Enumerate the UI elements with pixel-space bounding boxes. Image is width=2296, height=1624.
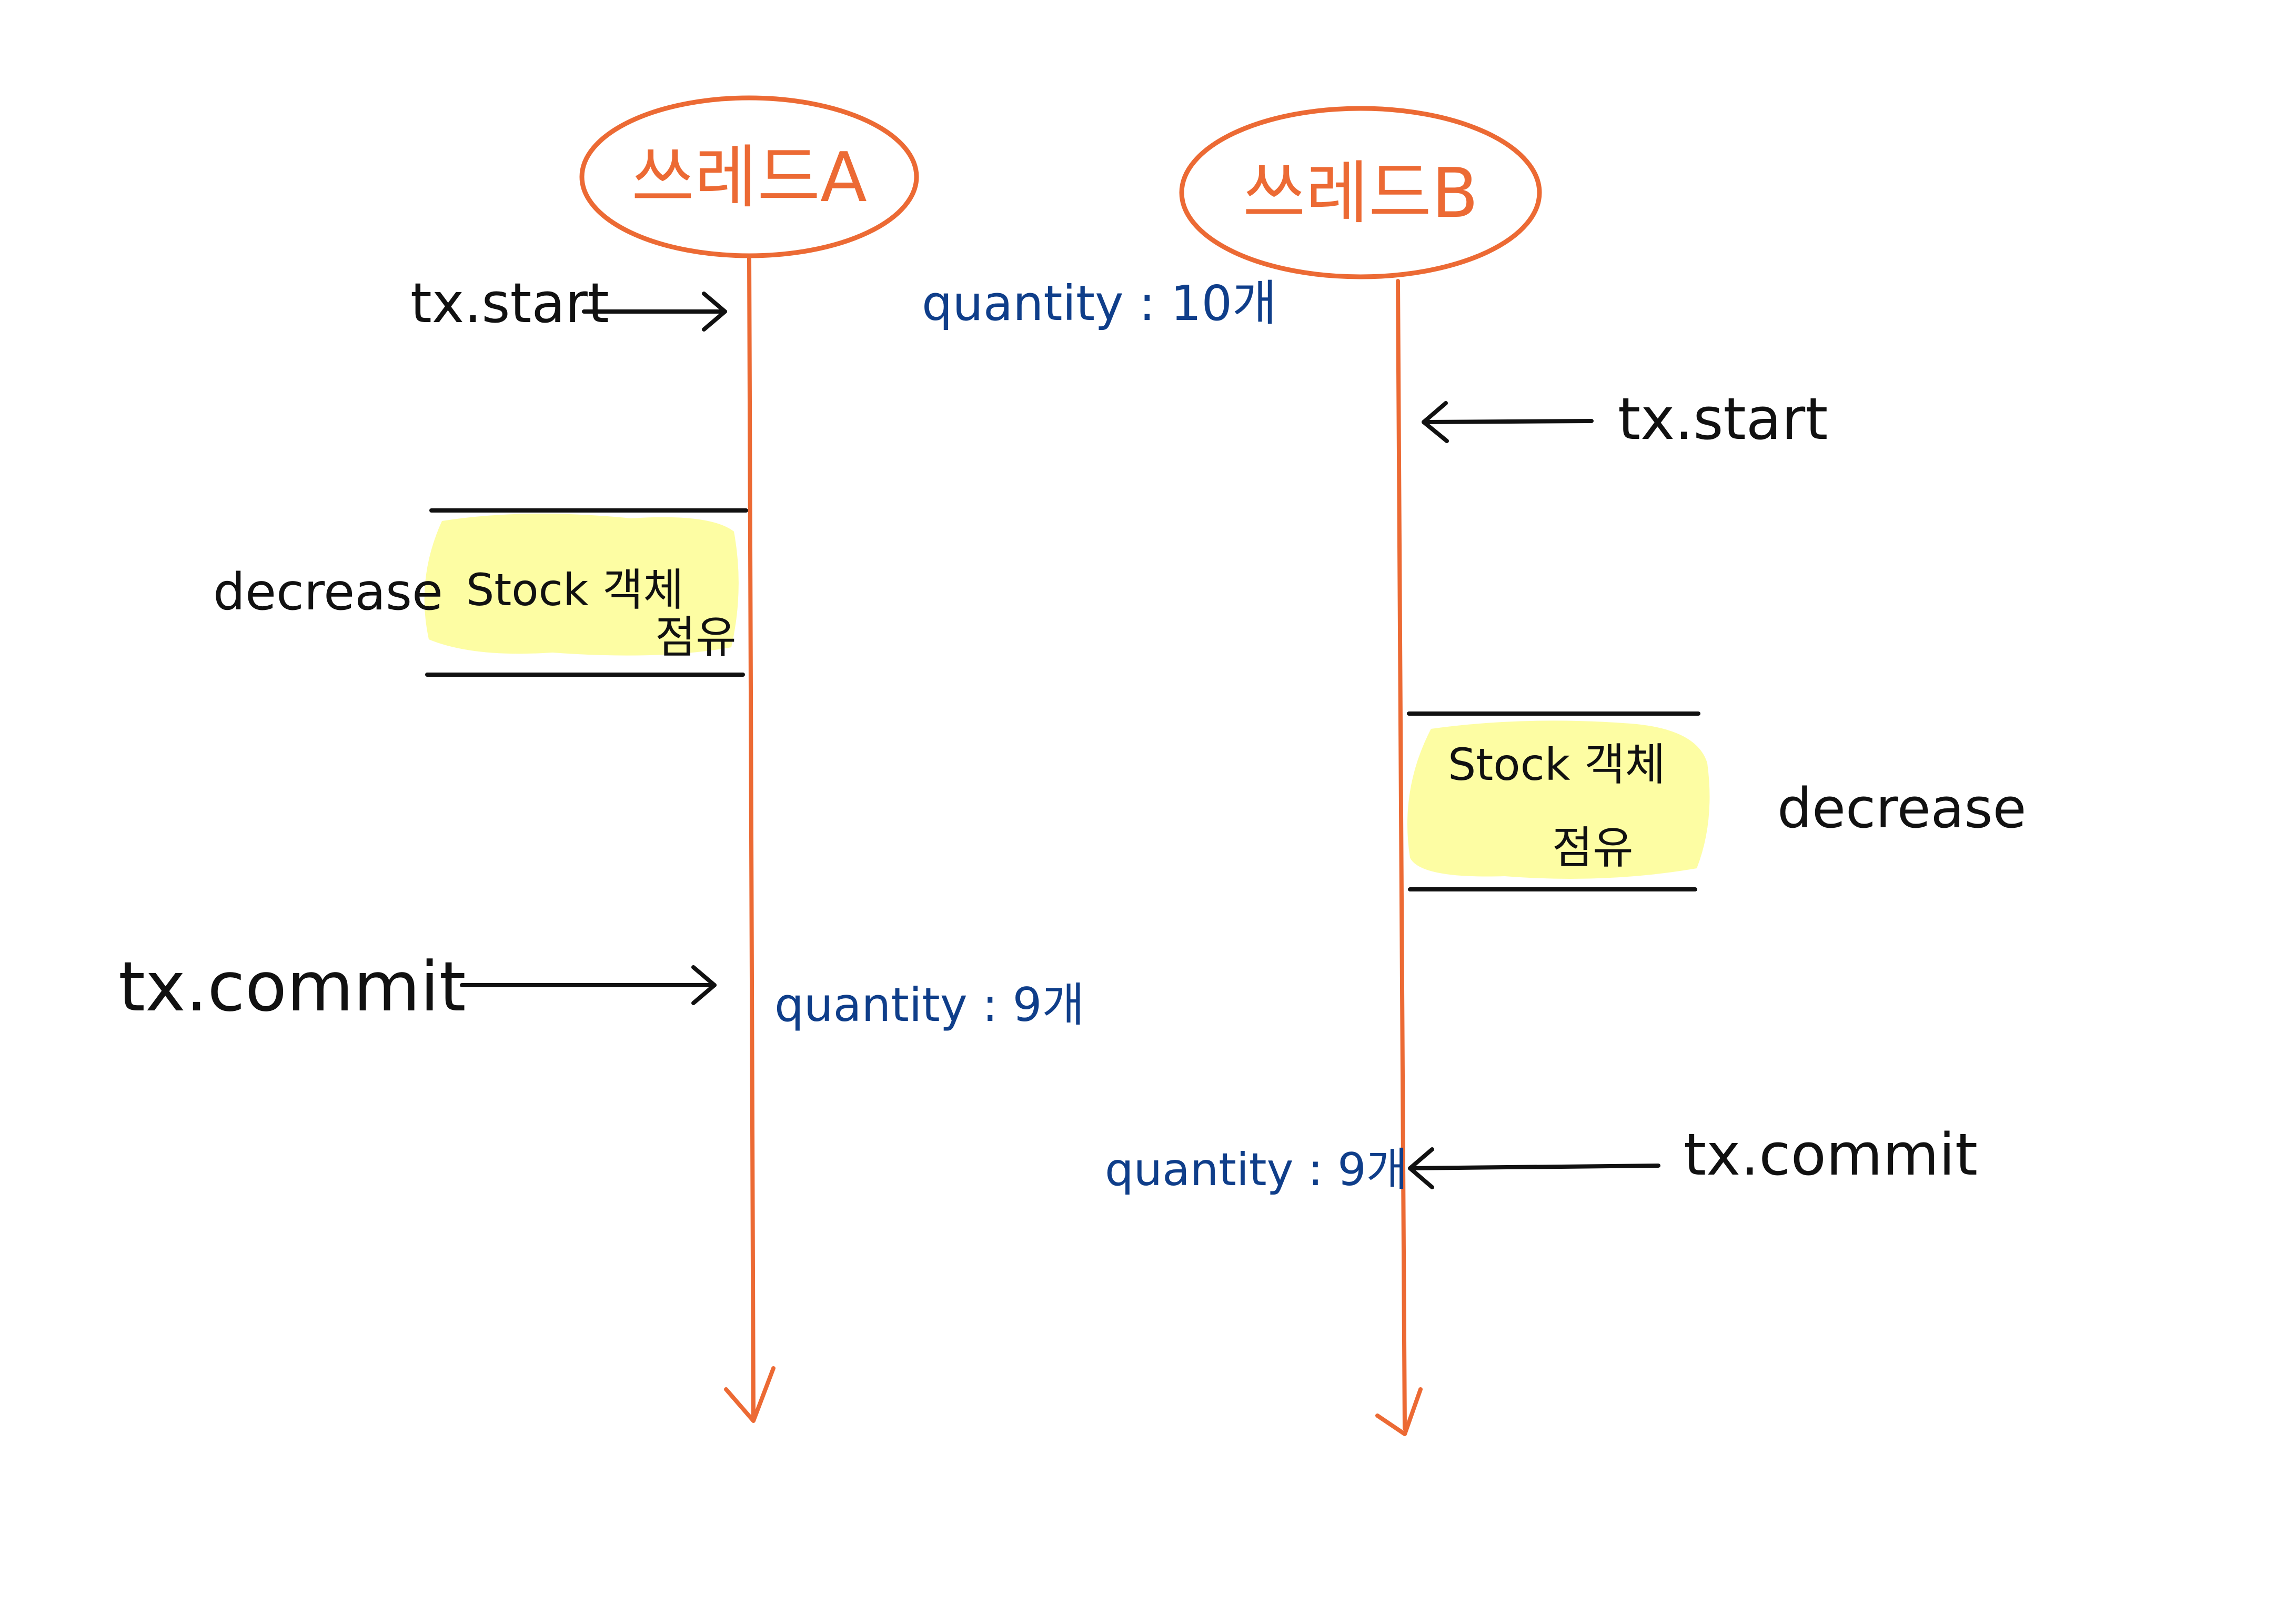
thread-a-tx-start-arrow bbox=[582, 292, 727, 332]
thread-a-header: 쓰레드A bbox=[579, 95, 919, 258]
thread-a-highlight bbox=[424, 514, 739, 656]
thread-a-commit-quantity: quantity : 9개 bbox=[774, 978, 1084, 1032]
thread-b-lifeline-arrowhead bbox=[1375, 1387, 1423, 1436]
thread-b-box-line1: Stock 객체 bbox=[1448, 739, 1666, 790]
thread-b-tx-start-label: tx.start bbox=[1618, 385, 1828, 453]
thread-b-box-line2: 점유 bbox=[1552, 822, 1634, 874]
thread-b-lifeline bbox=[1375, 279, 1423, 1436]
thread-a-lifeline-arrowhead bbox=[724, 1366, 776, 1423]
thread-b-tx-start-arrow bbox=[1422, 401, 1594, 443]
thread-a-decrease-label: decrease bbox=[213, 563, 443, 621]
thread-b-highlight bbox=[1407, 720, 1710, 879]
thread-a-box-line2: 점유 bbox=[655, 611, 737, 663]
thread-b-label: 쓰레드B bbox=[1243, 153, 1478, 233]
thread-b-ellipse bbox=[1179, 106, 1542, 279]
thread-a-label: 쓰레드A bbox=[631, 137, 867, 217]
thread-b-decrease-label: decrease bbox=[1777, 776, 2027, 840]
thread-b-tx-commit-label: tx.commit bbox=[1684, 1121, 1978, 1188]
thread-a-box-line1: Stock 객체 bbox=[466, 564, 684, 616]
thread-a-lock-block: Stock 객체 점유 bbox=[424, 508, 748, 677]
thread-b-tx-commit-arrow bbox=[1408, 1147, 1660, 1189]
thread-a-lifeline bbox=[724, 255, 776, 1423]
thread-a-tx-commit-label: tx.commit bbox=[118, 947, 466, 1027]
thread-b-header: 쓰레드B bbox=[1179, 106, 1542, 279]
thread-b-commit-quantity: quantity : 9개 bbox=[1105, 1144, 1408, 1196]
thread-a-tx-commit-arrow bbox=[460, 965, 717, 1005]
thread-b-lock-block: Stock 객체 점유 bbox=[1407, 711, 1710, 891]
thread-a-tx-start-label: tx.start bbox=[410, 271, 609, 335]
initial-quantity-label: quantity : 10개 bbox=[922, 275, 1277, 332]
